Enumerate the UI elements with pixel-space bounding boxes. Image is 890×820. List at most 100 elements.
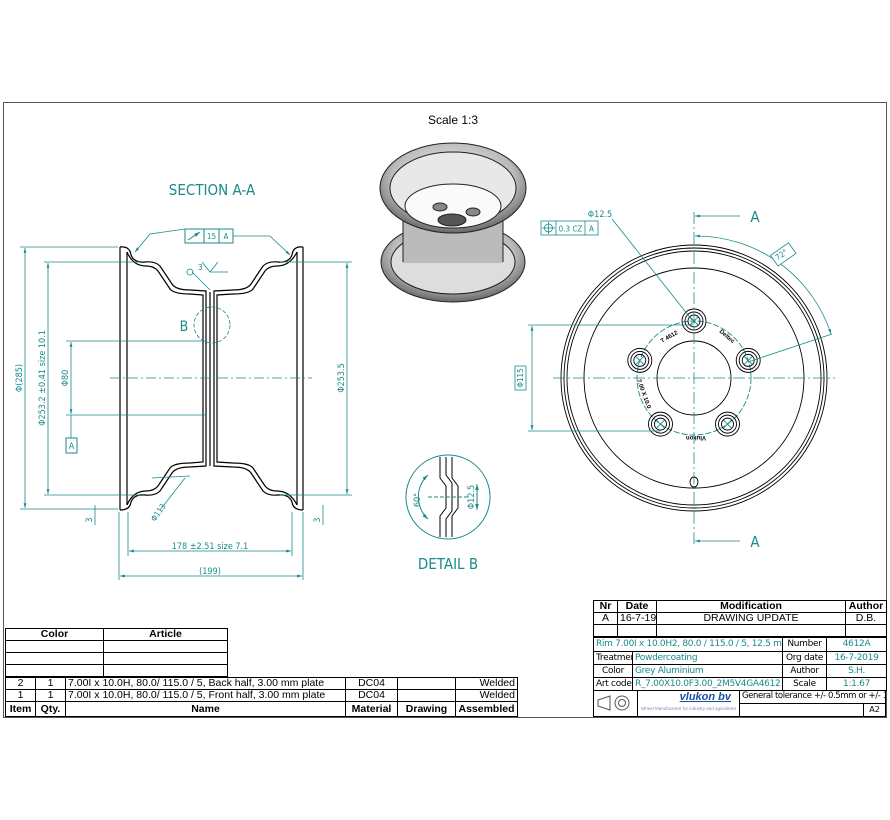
front-dimension-labels: A A Φ12.5 0.3 CZ A Φ115 72° — [516, 208, 789, 551]
number-label: Number — [782, 637, 828, 652]
runout-arrow-icon — [187, 231, 201, 241]
treatment-label: Treatment — [593, 651, 633, 665]
color-cell — [5, 652, 104, 665]
col-author: Author — [845, 600, 887, 613]
table-row — [593, 624, 887, 637]
table-row: 1 1 7.00I x 10.0H, 80.0/ 115.0 / 5, Fron… — [5, 689, 518, 702]
color-value: Grey Aluminium — [631, 664, 784, 678]
col-qty: Qty. — [35, 701, 66, 717]
runout-datum: A — [224, 232, 229, 241]
datum-a-label: A — [69, 442, 75, 452]
company-logo: vlukon bv Wheel Manufacturer for industr… — [638, 690, 740, 716]
table-row: 2 1 7.00I x 10.0H, 80.0/ 115.0 / 5, Back… — [5, 677, 518, 690]
author-label: Author — [782, 664, 828, 678]
front-stamps: T 4612 Deltec 7.00 X 10.0 Vlukon — [635, 329, 736, 440]
bolt-hole — [715, 411, 740, 437]
scale-label-cell: Scale — [782, 677, 828, 691]
article-cell — [103, 664, 228, 677]
col-article: Article — [103, 628, 228, 641]
position-datum: A — [589, 225, 594, 234]
svg-text:Deltec: Deltec — [718, 329, 736, 346]
col-nr: Nr — [593, 600, 618, 613]
svg-text:7.00 X 10.0: 7.00 X 10.0 — [635, 379, 651, 411]
detail-angle: 60° — [413, 493, 423, 507]
scale-label: Scale 1:3 — [428, 113, 478, 127]
part-number: 4612A — [826, 637, 888, 652]
col-name: Name — [65, 701, 346, 717]
dim-overall-width: (199) — [199, 567, 221, 577]
projection-icon — [594, 690, 638, 716]
art-code-label: Art code — [593, 677, 633, 691]
org-date-label: Org date — [782, 651, 828, 665]
col-color: Color — [5, 628, 104, 641]
assembled-cell: Welded — [455, 689, 518, 702]
name-cell: 7.00I x 10.0H, 80.0/ 115.0 / 5, Front ha… — [65, 689, 346, 702]
rev-modification: DRAWING UPDATE — [656, 612, 846, 625]
position-tolerance: 0.3 CZ — [559, 225, 583, 234]
detail-b-marker: B — [180, 319, 189, 335]
weld-size: 3 — [198, 263, 203, 272]
dim-bead-diameter: Φ253.2 ±0.41 size 10.1 — [38, 330, 48, 426]
color-cell — [5, 640, 104, 653]
item-cell: 1 — [5, 689, 36, 702]
dim-radius: Φ113 — [149, 502, 168, 523]
section-dimensions — [20, 228, 352, 580]
col-date: Date — [617, 600, 657, 613]
col-item: Item — [5, 701, 36, 717]
item-cell: 2 — [5, 677, 36, 690]
drawing-sheet — [3, 102, 887, 718]
material-cell: DC04 — [345, 677, 398, 690]
treatment-value: Powdercoating — [631, 651, 784, 665]
hole-diameter: Φ12.5 — [588, 210, 612, 220]
col-assembled: Assembled — [455, 701, 518, 717]
article-cell — [103, 640, 228, 653]
svg-text:T 4612: T 4612 — [660, 330, 680, 345]
bolt-hole — [627, 347, 653, 373]
dim-right-diameter: Φ253.5 — [337, 363, 347, 393]
bolt-hole — [735, 347, 761, 373]
org-date-value: 16-7-2019 — [826, 651, 888, 665]
dim-flange-right: 3 — [313, 517, 323, 522]
title-block-footer: vlukon bv Wheel Manufacturer for industr… — [593, 690, 886, 717]
dim-outer-diameter: Φ(285) — [15, 364, 25, 392]
article-cell — [103, 652, 228, 665]
detail-diameter: Φ12.5 — [467, 485, 477, 509]
color-cell — [5, 664, 104, 677]
detail-title: DETAIL B — [418, 555, 478, 573]
svg-text:Vlukon: Vlukon — [686, 434, 706, 440]
col-modification: Modification — [656, 600, 846, 613]
author-value: S.H. — [826, 664, 888, 678]
runout-value: 15 — [207, 232, 216, 241]
name-cell: 7.00I x 10.0H, 80.0/ 115.0 / 5, Back hal… — [65, 677, 346, 690]
dim-flange-left: 3 — [85, 517, 95, 522]
scale-value: 1:1.67 — [826, 677, 888, 691]
drawing-cell — [397, 677, 456, 690]
section-title: SECTION A-A — [169, 181, 256, 199]
title-block: Rim 7.00I x 10.0H2, 80.0 / 115.0 / 5, 12… — [592, 637, 888, 691]
general-tolerance: General tolerance +/- 0.5mm or +/- 1° — [740, 690, 885, 704]
assembled-cell: Welded — [455, 677, 518, 690]
dim-width: 178 ±2.51 size 7.1 — [172, 542, 249, 552]
rim-section-profile — [119, 246, 304, 511]
color-label: Color — [593, 664, 633, 678]
parts-table: 2 1 7.00I x 10.0H, 80.0/ 115.0 / 5, Back… — [5, 677, 518, 717]
drawing-cell — [397, 689, 456, 702]
bolt-hole — [648, 411, 673, 437]
part-description: Rim 7.00I x 10.0H2, 80.0 / 115.0 / 5, 12… — [592, 637, 784, 652]
col-drawing: Drawing — [397, 701, 456, 717]
rev-date: 16-7-19 — [617, 612, 657, 625]
front-dimensions — [514, 212, 835, 546]
rev-author: D.B. — [845, 612, 887, 625]
sheet-size: A2 — [863, 704, 885, 716]
col-material: Material — [345, 701, 398, 717]
section-label-bottom: A — [750, 533, 760, 551]
pcd-diameter: Φ115 — [516, 368, 525, 387]
runout-tolerance-frame: 15 A — [184, 228, 234, 244]
art-code-value: R_7.00X10.0F3.00_2M5V4GA4612 — [631, 677, 784, 691]
detail-b-view: 60° Φ12.5 DETAIL B — [405, 454, 491, 573]
section-label-top: A — [750, 208, 760, 226]
